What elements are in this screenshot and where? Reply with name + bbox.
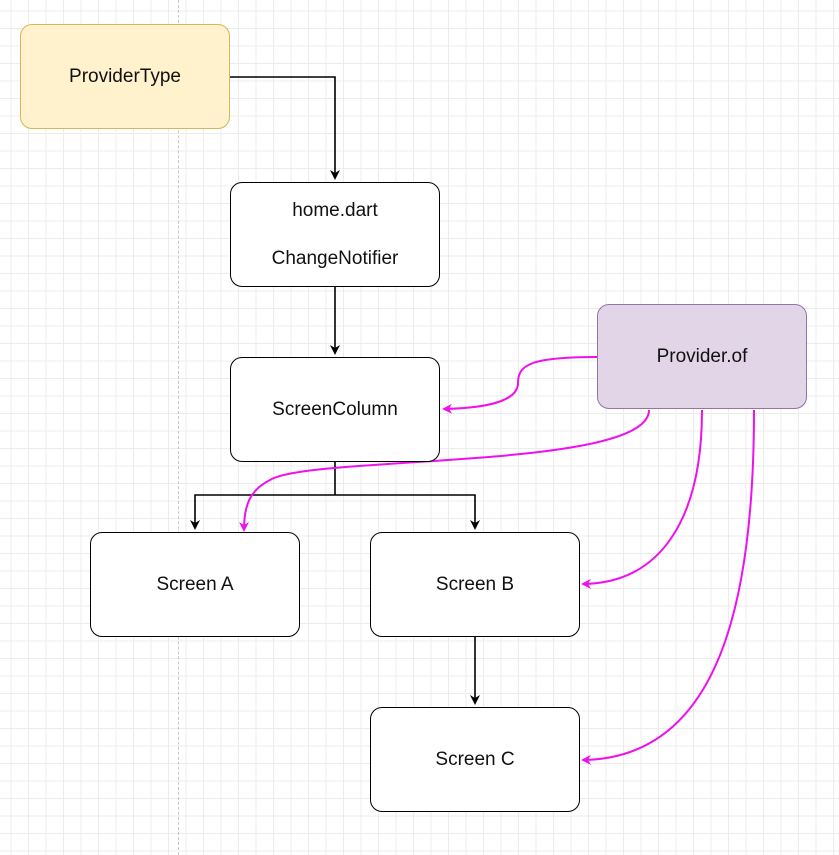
edge-screencolumn-to-screen-a (190, 494, 335, 530)
node-provider-type-label: ProviderType (69, 65, 181, 87)
node-screen-a-label: Screen A (156, 573, 234, 595)
node-provider-type[interactable]: ProviderType (20, 24, 230, 129)
page-guide-line (178, 0, 179, 855)
edge-screencolumn-to-screen-b (335, 494, 480, 530)
node-home-dart-class: ChangeNotifier (271, 247, 399, 269)
node-home-dart[interactable]: home.dart ChangeNotifier (230, 182, 440, 287)
node-screen-a[interactable]: Screen A (90, 532, 300, 637)
node-provider-of-label: Provider.of (656, 345, 748, 367)
link-provider-to-screen-b (581, 409, 703, 589)
node-screen-column-label: ScreenColumn (272, 398, 398, 420)
node-home-dart-filename: home.dart (292, 199, 378, 221)
node-screen-c[interactable]: Screen C (370, 707, 580, 812)
edge-providertype-to-home (230, 76, 340, 180)
node-provider-of[interactable]: Provider.of (597, 304, 807, 409)
node-screen-column[interactable]: ScreenColumn (230, 357, 440, 462)
link-provider-to-screen-a (239, 409, 650, 532)
node-screen-c-label: Screen C (435, 748, 515, 770)
link-provider-to-screen-c (581, 409, 755, 765)
node-screen-b[interactable]: Screen B (370, 532, 580, 637)
link-provider-to-screencolumn (442, 356, 598, 414)
node-screen-b-label: Screen B (435, 573, 515, 595)
